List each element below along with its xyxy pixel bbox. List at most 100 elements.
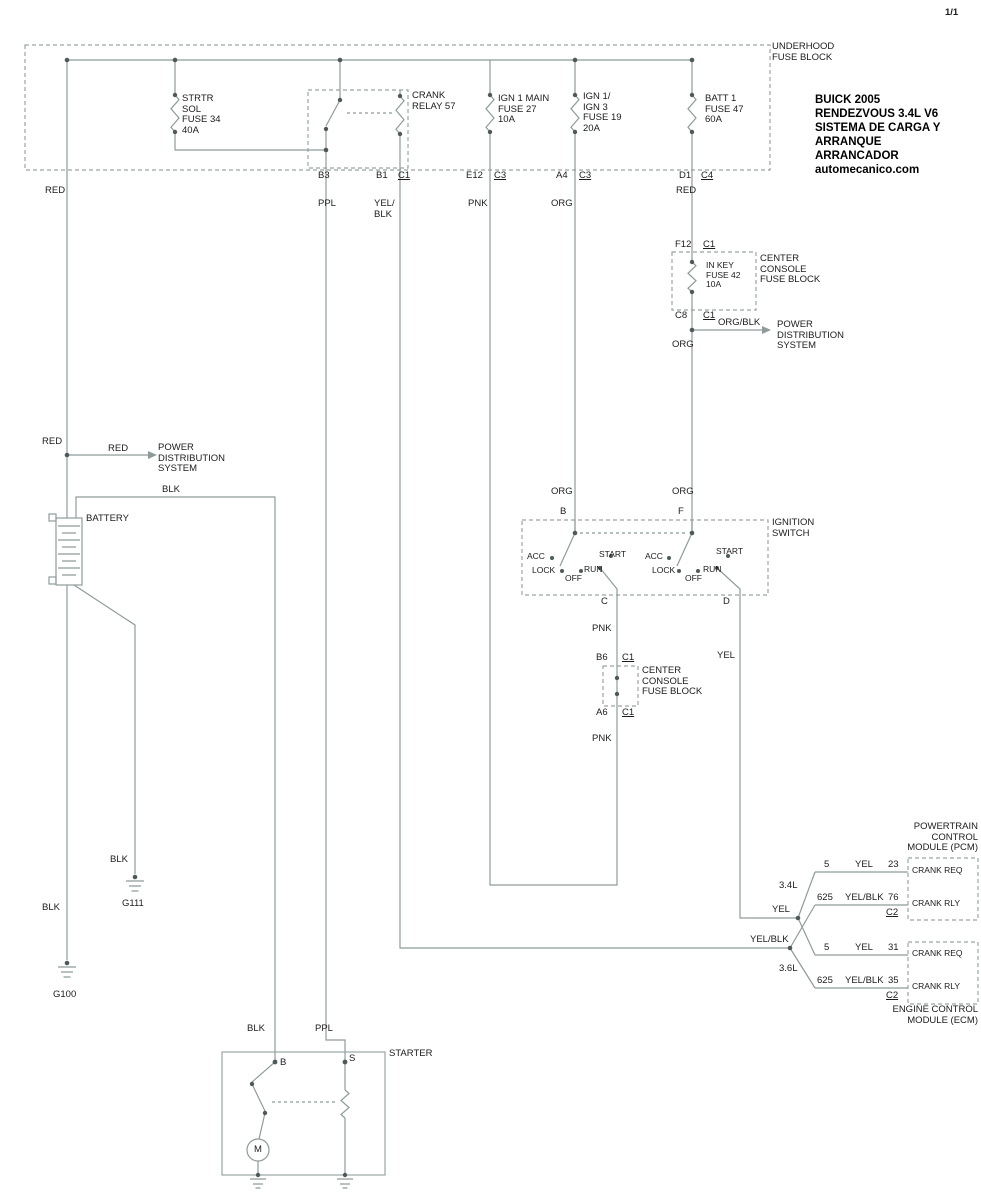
wire-pnk: PNK <box>468 198 488 209</box>
pin-a4: A4 <box>556 170 568 181</box>
crank-relay-symbol <box>325 60 405 170</box>
crank-relay-box <box>307 89 409 169</box>
wire-yel-run: YEL <box>772 904 790 915</box>
power-distribution-label-left: POWER DISTRIBUTION SYSTEM <box>158 442 226 474</box>
ecm-row2-pin: 35 <box>888 975 899 986</box>
pcm-box <box>907 857 979 921</box>
pin-c8: C8 <box>675 310 688 321</box>
pcm-connector-c2: C2 <box>886 907 899 918</box>
connector-c1: C1 <box>398 170 411 181</box>
ign-pin-c: C <box>601 596 608 607</box>
ppl-wire <box>325 170 346 1062</box>
fuse-34-symbol <box>170 60 326 151</box>
pcm-row1-ckt: 5 <box>824 859 830 870</box>
pin-e12: E12 <box>466 170 483 181</box>
underhood-fuse-block-box <box>24 44 771 171</box>
ecm-crank-rly-label: CRANK RLY <box>912 981 961 991</box>
connector-c4: C4 <box>701 170 714 181</box>
pcm-row1-color: YEL <box>855 859 873 870</box>
blk-starter-feed-wire <box>75 496 276 1062</box>
ecm-row2-ckt: 625 <box>817 975 833 986</box>
title-line-3: SISTEMA DE CARGA Y <box>815 122 941 134</box>
ecm-box <box>907 941 979 1005</box>
wire-pnk-a6: PNK <box>592 733 612 744</box>
wire-red-left: RED <box>45 185 66 196</box>
wire-red-branch: RED <box>108 443 129 454</box>
power-distribution-label-right: POWER DISTRIBUTION SYSTEM <box>777 319 845 351</box>
yelblk-fork-ecm <box>789 947 816 989</box>
title-line-4: ARRANQUE <box>815 136 882 148</box>
pin-d1: D1 <box>679 170 692 181</box>
sw2-off: OFF <box>685 573 702 583</box>
yelblk-wire <box>399 170 790 949</box>
pcm-row2-ckt: 625 <box>817 892 833 903</box>
dashed-boxes <box>24 44 979 1005</box>
page-indicator: 1/1 <box>945 7 959 18</box>
starter-pin-b: B <box>280 1057 287 1068</box>
fuse-34-label: STRTR SOL FUSE 34 40A <box>182 93 221 136</box>
center-console-block2-label: CENTER CONSOLE FUSE BLOCK <box>642 665 703 697</box>
pin-a6: A6 <box>596 707 608 718</box>
wire-org-b: ORG <box>551 486 573 497</box>
wire-ppl: PPL <box>318 198 336 209</box>
ign-pin-f: F <box>678 506 684 517</box>
pcm-header: POWERTRAIN CONTROL MODULE (PCM) <box>907 821 978 853</box>
title-line-2: RENDEZVOUS 3.4L V6 <box>815 108 939 120</box>
pcm-row1-pin: 23 <box>888 859 899 870</box>
wire-yelblk: YEL/ BLK <box>374 198 395 220</box>
wire-yelblk-run: YEL/BLK <box>750 934 789 945</box>
starter-label: STARTER <box>389 1048 433 1059</box>
fuse-42-label: IN KEY FUSE 42 10A <box>706 260 741 289</box>
yel-fork-ecm <box>797 917 816 956</box>
sw2-acc: ACC <box>645 551 663 561</box>
ignition-switch-box <box>521 519 769 596</box>
starter-symbol <box>246 1061 350 1175</box>
pcm-row2-pin: 76 <box>888 892 899 903</box>
ecm-footer: ENGINE CONTROL MODULE (ECM) <box>892 1004 978 1026</box>
battery-label: BATTERY <box>86 513 129 524</box>
center-console-block1-box <box>671 251 757 311</box>
battery-symbol <box>48 513 83 586</box>
title-line-5: ARRANCADOR <box>815 150 899 162</box>
fuse-47-symbol <box>687 60 697 170</box>
pcm-engine-label: 3.4L <box>779 880 798 891</box>
wire-ppl-starter: PPL <box>315 1023 333 1034</box>
fuse-27-label: IGN 1 MAIN FUSE 27 10A <box>498 93 550 125</box>
wire-blk-g111: BLK <box>110 854 128 865</box>
wire-blk-starter: BLK <box>247 1023 265 1034</box>
arrow-right-icon <box>148 451 157 459</box>
ground-g111-icon <box>126 880 144 892</box>
sw1-acc: ACC <box>527 551 545 561</box>
pcm-crank-req-label: CRANK REQ <box>912 865 963 875</box>
wire-yel-d: YEL <box>717 650 735 661</box>
fuse-27-symbol <box>485 60 495 170</box>
starter-motor-m: M <box>254 1144 262 1155</box>
arrow-right-icon <box>762 326 771 334</box>
sw2-lock: LOCK <box>652 565 676 575</box>
ecm-connector-c2: C2 <box>886 990 899 1001</box>
crank-relay-label: CRANK RELAY 57 <box>412 90 456 112</box>
wire-red-right: RED <box>676 185 697 196</box>
pin-b6: B6 <box>596 652 608 663</box>
ecm-row2-color: YEL/BLK <box>845 975 884 986</box>
pcm-crank-rly-label: CRANK RLY <box>912 898 961 908</box>
yel-wire-d <box>739 595 798 919</box>
connector-c1-cc2-bottom: C1 <box>622 707 635 718</box>
wire-pnk-c: PNK <box>592 623 612 634</box>
sw2-start: START <box>716 546 744 556</box>
underhood-block-label: UNDERHOOD FUSE BLOCK <box>772 41 835 63</box>
wire-org: ORG <box>551 198 573 209</box>
yelblk-fork-pcm <box>789 904 816 949</box>
title-line-1: BUICK 2005 <box>815 94 881 106</box>
starter-pin-s: S <box>349 1053 356 1064</box>
starter-box <box>221 1051 386 1176</box>
ecm-row1-color: YEL <box>855 942 873 953</box>
ecm-row1-ckt: 5 <box>824 942 830 953</box>
center-console-block2-box <box>602 665 639 707</box>
pin-f12: F12 <box>675 239 692 250</box>
ign-pin-d: D <box>723 596 730 607</box>
ecm-crank-req-label: CRANK REQ <box>912 948 963 958</box>
pnk-loop-wire <box>489 170 618 886</box>
fuse-19-label: IGN 1/ IGN 3 FUSE 19 20A <box>583 91 622 134</box>
